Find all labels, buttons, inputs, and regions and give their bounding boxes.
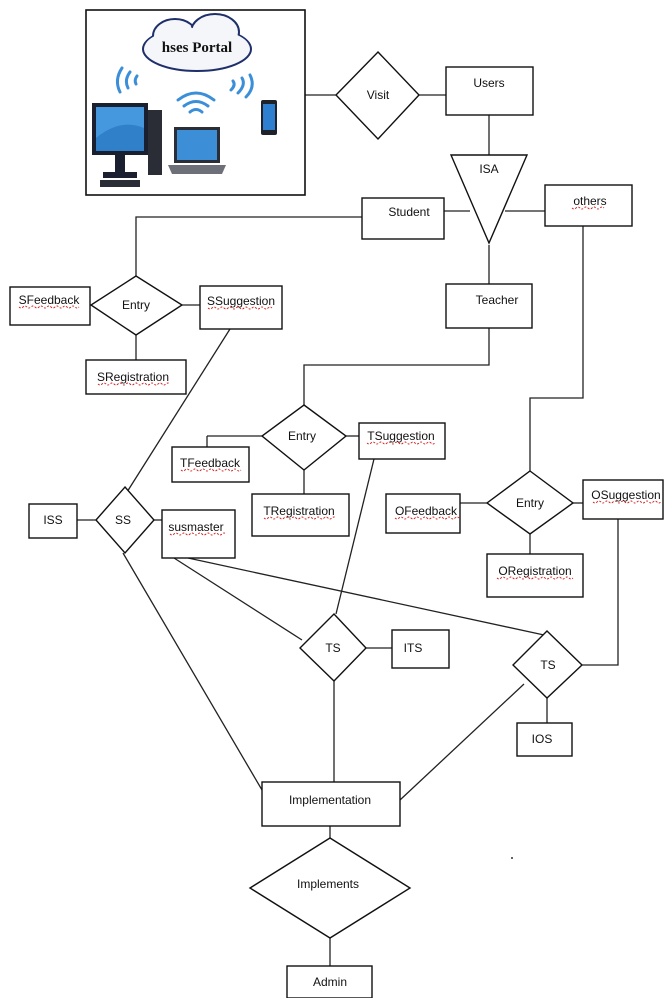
- ofeedback-label: OFeedback: [395, 504, 458, 518]
- admin-label: Admin: [313, 975, 347, 989]
- relationship-implements: Implements: [248, 837, 412, 939]
- ios-label: IOS: [532, 732, 553, 746]
- tsuggestion-label: TSuggestion: [367, 429, 434, 443]
- entry-teacher-label: Entry: [288, 429, 316, 443]
- entity-sfeedback: SFeedback: [9, 286, 91, 326]
- its-label: ITS: [404, 641, 423, 655]
- teacher-label: Teacher: [476, 293, 519, 307]
- entity-tfeedback: TFeedback: [171, 446, 250, 483]
- sfeedback-label: SFeedback: [19, 293, 81, 307]
- entity-oregistration: ORegistration: [486, 553, 584, 598]
- ts-others-label: TS: [540, 658, 555, 672]
- users-label: Users: [473, 76, 504, 90]
- implementation-label: Implementation: [289, 793, 371, 807]
- entity-teacher: Teacher: [445, 283, 533, 329]
- entry-others-label: Entry: [516, 496, 544, 510]
- ssuggestion-label: SSuggestion: [207, 294, 275, 308]
- desktop-computer-icon: [92, 103, 162, 187]
- osuggestion-label: OSuggestion: [591, 488, 660, 502]
- implements-label: Implements: [297, 877, 359, 891]
- entity-iss: ISS: [28, 503, 78, 539]
- entity-admin: Admin: [286, 965, 373, 998]
- relationship-entry-teacher: Entry: [260, 404, 348, 471]
- relationship-ts-teacher: TS: [299, 612, 367, 682]
- relationship-ts-others: TS: [512, 630, 584, 699]
- cloud-icon: [142, 13, 252, 72]
- relationship-entry-student: Entry: [89, 275, 184, 336]
- entity-its: ITS: [391, 629, 450, 669]
- entity-susmaster: susmaster: [161, 509, 236, 559]
- entity-others: others: [544, 184, 633, 227]
- iss-label: ISS: [43, 513, 62, 527]
- entry-student-label: Entry: [122, 298, 150, 312]
- laptop-icon: [168, 127, 226, 174]
- entity-tregistration: TRegistration: [251, 493, 350, 537]
- phone-icon: [261, 100, 277, 135]
- isa-label: ISA: [479, 162, 498, 176]
- relationship-ss: SS: [95, 485, 155, 555]
- entity-ofeedback: OFeedback: [385, 493, 461, 534]
- others-label: others: [573, 194, 606, 208]
- entity-implementation: Implementation: [261, 781, 401, 827]
- relationship-visit: Visit: [335, 50, 420, 141]
- stray-dot: [511, 857, 513, 859]
- portal-image: hses Portal: [85, 9, 306, 196]
- entity-users: Users: [445, 66, 534, 116]
- ts-teacher-label: TS: [325, 641, 340, 655]
- ss-label: SS: [115, 513, 131, 527]
- susmaster-label: susmaster: [168, 520, 223, 534]
- entity-tsuggestion: TSuggestion: [358, 422, 446, 460]
- tregistration-label: TRegistration: [263, 504, 334, 518]
- entity-ios: IOS: [516, 722, 573, 757]
- entity-sregistration: SRegistration: [85, 359, 187, 395]
- connectors: [58, 94, 619, 966]
- relationship-isa: ISA: [449, 154, 529, 245]
- student-label: Student: [388, 205, 430, 219]
- entity-student: Student: [361, 197, 445, 240]
- entity-osuggestion: OSuggestion: [582, 479, 664, 520]
- relationship-entry-others: Entry: [485, 470, 575, 535]
- portal-title: hses Portal: [162, 40, 232, 56]
- wifi-signal-icon: [115, 66, 254, 114]
- oregistration-label: ORegistration: [498, 564, 571, 578]
- visit-label: Visit: [367, 88, 390, 102]
- sregistration-label: SRegistration: [97, 370, 169, 384]
- entity-ssuggestion: SSuggestion: [199, 285, 283, 330]
- tfeedback-label: TFeedback: [180, 456, 241, 470]
